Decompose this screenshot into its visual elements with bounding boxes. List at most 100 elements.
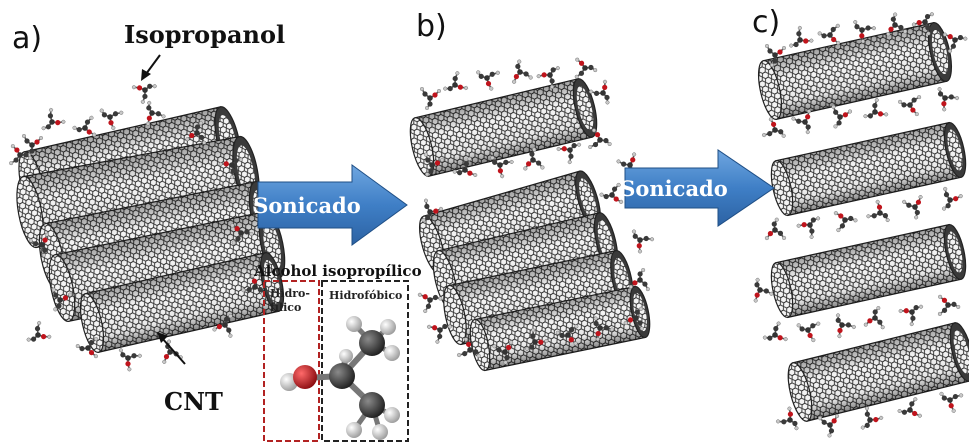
carbon-nanotube-icon [79, 252, 285, 353]
isopropanol-molecule-icon [863, 98, 889, 119]
isopropanol-molecule-icon [764, 43, 786, 67]
sonication-arrow-1-label: Sonicado [253, 193, 361, 218]
isopropanol-molecule-icon [791, 109, 811, 135]
isopropanol-label: Isopropanol [124, 20, 286, 49]
isopropanol-molecule-icon [937, 87, 960, 112]
isopropanol-molecule-icon [796, 321, 821, 343]
isopropanol-molecule-icon [218, 157, 243, 180]
isopropanol-molecule-icon [631, 229, 655, 254]
isopropanol-molecule-icon [762, 321, 788, 342]
hydrophobic-box [321, 280, 409, 442]
carbon-nanotube-icon [787, 322, 969, 422]
isopropanol-molecule-icon [897, 397, 922, 418]
isopropanol-molecule-icon [599, 182, 624, 204]
isopropanol-molecule-icon [831, 104, 852, 129]
isopropanol-molecule-icon [146, 100, 166, 126]
carbon-nanotube-icon [757, 22, 953, 120]
hydrophobic-label: Hidrofóbico [329, 289, 403, 302]
isopropanol-molecule-icon [776, 406, 799, 431]
isopropanol-molecule-icon [41, 107, 66, 131]
isopropanol-molecule-icon [902, 195, 923, 220]
isopropanol-molecule-icon [835, 313, 856, 339]
isopropanol-molecule-icon [937, 294, 961, 316]
isopropanol-molecule-icon [789, 25, 814, 48]
panel-label-b: b) [416, 9, 447, 44]
isopropanol-molecule-icon [796, 216, 821, 239]
isopropanol-molecule-icon [853, 20, 876, 44]
arrow-right-icon [257, 164, 408, 246]
sonication-arrow-2-label: Sonicado [620, 176, 728, 201]
hydrophilic-label-line2: fílico [270, 300, 302, 314]
isopropanol-molecule-icon [589, 79, 610, 105]
isopropanol-pointer [141, 54, 161, 81]
isopropanol-molecule-icon [574, 57, 598, 79]
isopropanol-molecule-icon [9, 144, 33, 166]
isopropanol-molecule-icon [762, 117, 786, 138]
isopropanol-molecule-icon [476, 70, 500, 91]
isopropanol-molecule-icon [523, 147, 545, 171]
sonication-arrow-2: Sonicado [620, 149, 775, 227]
isopropanol-molecule-icon [863, 306, 885, 330]
isopropanol-molecule-icon [423, 152, 445, 177]
isopropanol-molecule-icon [419, 86, 441, 110]
hydrophilic-box [263, 280, 320, 442]
isopropanol-molecule-icon [51, 287, 73, 312]
arrow-right-icon [624, 149, 775, 227]
isopropanol-molecule-icon [860, 406, 884, 430]
isopropanol-molecule-icon [525, 328, 549, 351]
isopropanol-molecule-icon [492, 340, 514, 365]
sonication-arrow-1: Sonicado [253, 164, 408, 246]
isopropanol-molecule-icon [512, 59, 533, 84]
hydrophilic-label: Hidro- fílico [270, 287, 310, 315]
isopropanol-molecule-icon [131, 83, 157, 104]
isopropanol-molecule-icon [593, 316, 614, 342]
inset-title: Alcohol isopropílico [254, 262, 422, 280]
cnt-pointer [157, 332, 186, 365]
isopropanol-molecule-icon [886, 12, 908, 37]
isopropanol-molecule-icon [28, 232, 49, 258]
isopropanol-molecule-icon [555, 324, 579, 346]
isopropanol-molecule-icon [898, 95, 922, 117]
cnt-label: CNT [164, 387, 223, 416]
carbon-nanotube-icon [409, 78, 598, 177]
isopropanol-molecule-icon [764, 217, 787, 241]
isopropanol-molecule-icon [417, 292, 443, 314]
isopropanol-molecule-icon [427, 323, 452, 344]
isopropanol-molecule-icon [939, 391, 964, 413]
panel-label-a: a) [12, 21, 43, 56]
isopropanol-molecule-icon [556, 142, 582, 165]
carbon-nanotube-icon [770, 121, 967, 217]
isopropanol-molecule-icon [911, 12, 934, 36]
isopropanol-molecule-icon [536, 66, 560, 89]
isopropanol-molecule-icon [26, 321, 52, 342]
isopropanol-molecule-icon [588, 128, 612, 150]
isopropanol-molecule-icon [866, 199, 890, 223]
isopropanol-molecule-icon [898, 304, 924, 327]
isopropanol-molecule-icon [942, 32, 968, 53]
isopropanol-molecule-icon [833, 211, 858, 233]
isopropanol-molecule-icon [457, 337, 481, 358]
isopropanol-molecule-icon [72, 115, 97, 137]
isopropanol-molecule-icon [212, 314, 233, 338]
hydrophilic-label-line1: Hidro- [270, 287, 310, 300]
carbon-nanotube-icon [469, 285, 651, 372]
isopropanol-molecule-icon [753, 277, 774, 303]
isopropanol-molecule-icon [421, 198, 443, 223]
isopropanol-molecule-icon [452, 156, 478, 178]
isopropanol-molecule-icon [185, 121, 207, 145]
panel-label-c: c) [752, 5, 781, 40]
carbon-nanotube-icon [770, 223, 967, 319]
isopropanol-molecule-icon [818, 414, 840, 438]
isopropyl-alcohol-inset [263, 280, 409, 442]
isopropanol-molecule-icon [817, 23, 841, 45]
isopropanol-molecule-icon [443, 71, 469, 92]
isopropanol-molecule-icon [628, 268, 650, 292]
isopropanol-molecule-icon [75, 337, 99, 359]
isopropanol-molecule-icon [280, 316, 400, 440]
isopropanol-molecule-icon [162, 339, 183, 364]
isopropanol-molecule-icon [230, 223, 254, 245]
isopropanol-molecule-icon [99, 108, 124, 130]
isopropanol-molecule-icon [942, 186, 963, 211]
isopropanol-molecule-icon [490, 155, 514, 179]
